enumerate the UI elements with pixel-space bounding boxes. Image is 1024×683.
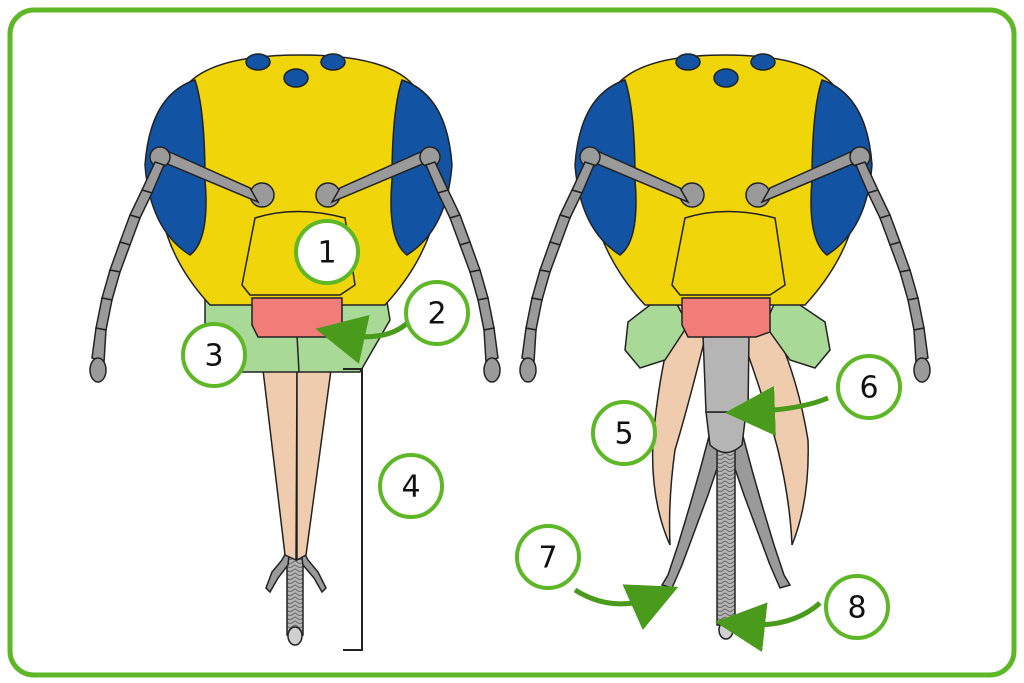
left-antenna-left [89,146,275,383]
svg-text:8: 8 [847,591,866,626]
right-ocellus-2 [750,53,776,71]
right-mentum [702,334,750,413]
right-clypeus [671,210,786,296]
label-8: 8 [824,574,890,640]
label-3: 3 [181,322,247,388]
svg-text:7: 7 [538,541,557,576]
left-ocellus-3 [283,68,309,88]
left-labial-palp-right [299,544,327,594]
label-2: 2 [404,280,470,346]
left-ocellus-2 [320,53,346,71]
right-glossa [716,444,736,626]
left-compound-eye-right [390,79,453,256]
left-ocellus-1 [245,53,271,71]
right-ocellus-1 [675,53,701,71]
arrow-to-labial-palp [573,584,679,631]
left-labial-palp-left [265,544,291,594]
svg-text:4: 4 [401,470,420,505]
label-7: 7 [515,524,581,590]
right-antenna-left [519,146,705,383]
right-mandible-left [651,298,711,546]
left-antenna-right [315,146,501,383]
label-4: 4 [378,453,444,519]
right-prementum [705,411,747,454]
right-antenna-right [745,146,931,383]
left-flabellum [287,626,303,646]
svg-text:5: 5 [614,417,633,452]
right-labial-palp-right [731,424,792,589]
arrow-to-mentum-joint [725,385,829,436]
left-maxilla-divider [296,334,300,373]
left-labrum [251,297,343,338]
svg-text:1: 1 [317,236,336,271]
right-flabellum [718,620,734,640]
label-1: 1 [294,219,360,285]
svg-text:2: 2 [427,297,446,332]
right-ocellus-3 [713,68,739,88]
right-head-group [519,53,931,640]
label-5: 5 [591,400,657,466]
proboscis-length-bracket [343,368,363,651]
svg-text:3: 3 [204,339,223,374]
label-6: 6 [836,354,902,420]
svg-text:6: 6 [859,371,878,406]
right-labrum [681,297,771,338]
arrow-to-flabellum [715,601,822,653]
